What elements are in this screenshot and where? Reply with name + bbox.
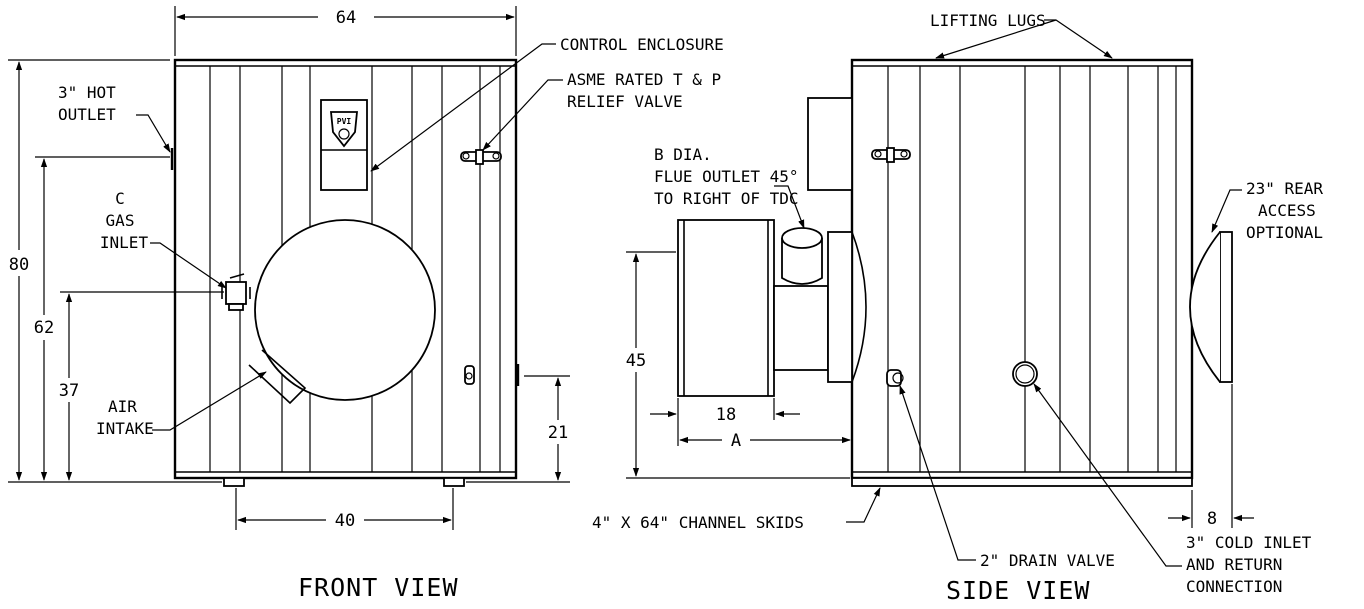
dim-burner-height: 45 <box>626 351 646 371</box>
burner-box <box>677 219 775 397</box>
burner-neck <box>773 285 829 371</box>
label-cold-inlet-3: CONNECTION <box>1186 577 1282 596</box>
dim-height-total: 80 <box>9 255 29 275</box>
label-asme-1: ASME RATED T & P <box>567 70 721 89</box>
side-panel-seams <box>887 66 1177 472</box>
label-channel-skids: 4" X 64" CHANNEL SKIDS <box>592 513 804 532</box>
label-flue-3: TO RIGHT OF TDC <box>654 189 799 208</box>
label-cold-inlet-1: 3" COLD INLET <box>1186 533 1312 552</box>
front-flange <box>827 231 853 383</box>
front-cabinet <box>173 58 518 480</box>
title-side-view: SIDE VIEW <box>946 576 1090 605</box>
front-panel-seams <box>209 66 501 472</box>
rear-flange <box>1219 231 1233 383</box>
label-drain-valve: 2" DRAIN VALVE <box>980 551 1115 570</box>
front-head <box>851 231 867 383</box>
label-gas-inlet-1: C <box>115 189 125 208</box>
dim-overall-a: A <box>731 431 741 451</box>
label-control-enclosure: CONTROL ENCLOSURE <box>560 35 724 54</box>
dim-height-hot-outlet: 62 <box>34 318 54 338</box>
gas-valve-icon <box>221 273 251 311</box>
dim-width-top: 64 <box>336 8 356 28</box>
side-tp-valve-icon <box>871 147 911 163</box>
label-rear-access-3: OPTIONAL <box>1246 223 1323 242</box>
title-front-view: FRONT VIEW <box>298 573 459 602</box>
tp-relief-valve-icon <box>460 149 502 165</box>
cold-inlet-icon <box>1012 361 1038 387</box>
side-skid <box>851 477 1193 487</box>
label-air-intake-2: INTAKE <box>96 419 154 438</box>
label-hot-outlet-2: OUTLET <box>58 105 116 124</box>
front-vessel <box>254 219 436 401</box>
label-rear-access-2: ACCESS <box>1258 201 1316 220</box>
label-air-intake-1: AIR <box>108 397 137 416</box>
flue-outlet-icon <box>781 227 823 285</box>
dim-height-gas-inlet: 37 <box>59 381 79 401</box>
logo-text: PVI <box>337 117 352 126</box>
side-view: 45 18 A 8 LIFTING LUGS B DIA. FLUE OUTLE… <box>592 11 1323 605</box>
dim-skid-spacing: 40 <box>335 511 355 531</box>
air-intake-duct <box>248 349 307 405</box>
label-rear-access-1: 23" REAR <box>1246 179 1323 198</box>
dim-burner-length: 18 <box>716 405 736 425</box>
dim-height-relief: 21 <box>548 423 568 443</box>
label-gas-inlet-3: INLET <box>100 233 149 252</box>
label-flue-2: FLUE OUTLET 45° <box>654 167 799 186</box>
dim-rear-offset: 8 <box>1207 509 1217 529</box>
side-cabinet <box>850 58 1194 480</box>
front-skids <box>223 477 465 487</box>
drain-valve-icon <box>886 369 904 387</box>
rear-head <box>1189 231 1221 383</box>
side-control-enclosure <box>807 97 853 191</box>
label-cold-inlet-2: AND RETURN <box>1186 555 1282 574</box>
label-lifting-lugs: LIFTING LUGS <box>930 11 1046 30</box>
front-view: PVI <box>8 6 724 602</box>
label-gas-inlet-2: GAS <box>106 211 135 230</box>
label-asme-2: RELIEF VALVE <box>567 92 683 111</box>
label-hot-outlet-1: 3" HOT <box>58 83 116 102</box>
label-flue-1: B DIA. <box>654 145 712 164</box>
drain-fitting-icon <box>464 365 475 385</box>
